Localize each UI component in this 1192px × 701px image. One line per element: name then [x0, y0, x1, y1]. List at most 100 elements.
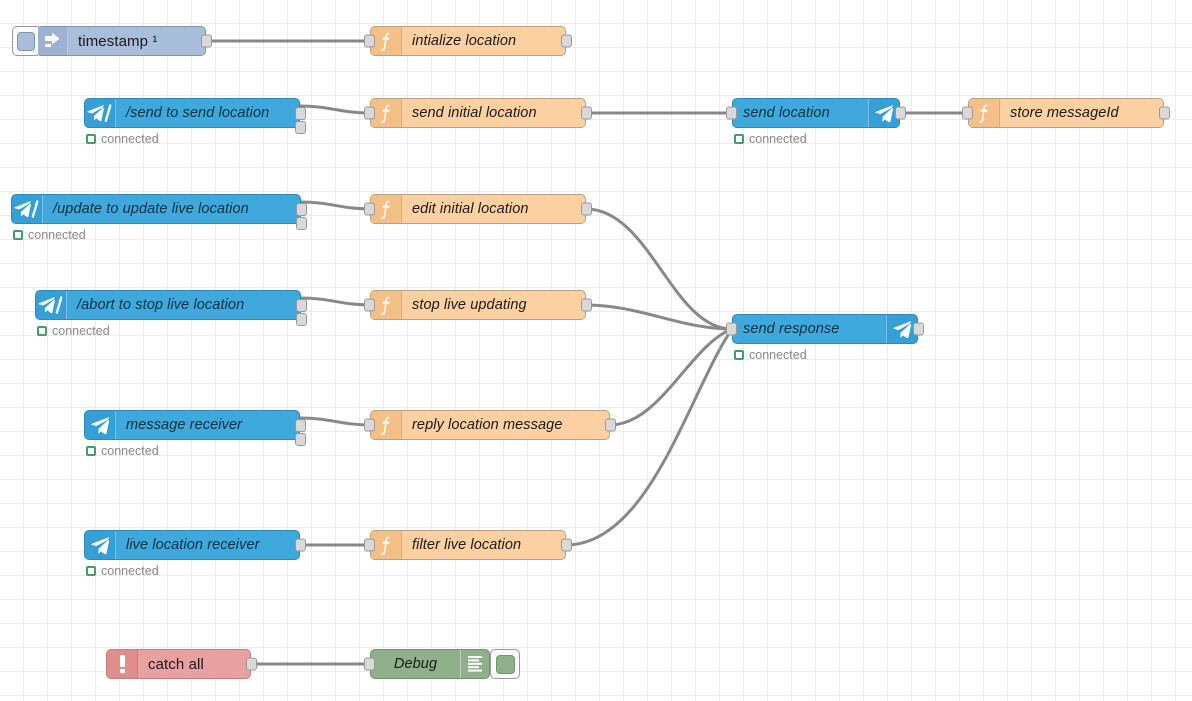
status-text: connected: [101, 444, 159, 458]
status-text: connected: [749, 132, 807, 146]
node-label: /send to send location: [126, 105, 270, 121]
output-port-1[interactable]: [296, 203, 307, 216]
input-port[interactable]: [364, 106, 375, 120]
function-f-icon: [371, 27, 402, 55]
output-port[interactable]: [1159, 106, 1170, 120]
input-port[interactable]: [364, 298, 375, 312]
node-update-to-update-live-location[interactable]: /update to update live location: [11, 194, 307, 230]
status-indicator-icon: [37, 326, 47, 336]
node-send-to-send-location[interactable]: /send to send location: [84, 98, 306, 134]
output-port[interactable]: [581, 202, 592, 216]
node-label: live location receiver: [126, 537, 260, 553]
output-port[interactable]: [605, 418, 616, 432]
node-stop-live-updating[interactable]: stop live updating: [364, 290, 592, 320]
output-port[interactable]: [201, 34, 212, 48]
output-port[interactable]: [561, 34, 572, 48]
function-f-icon: [371, 99, 402, 127]
status-indicator-icon: [86, 566, 96, 576]
wire-update-to-update-live-location-to-edit-initial-location[interactable]: [300, 200, 371, 211]
node-label: message receiver: [126, 417, 243, 433]
output-port[interactable]: [246, 657, 257, 671]
input-port[interactable]: [726, 322, 737, 336]
node-store-messageid[interactable]: store messageId: [962, 98, 1170, 128]
status-text: connected: [28, 228, 86, 242]
wire-send-to-send-location-to-send-initial-location[interactable]: [299, 104, 371, 115]
telegram-plane-icon: [868, 99, 899, 127]
node-label: filter live location: [412, 537, 522, 553]
status-text: connected: [101, 132, 159, 146]
input-port[interactable]: [962, 106, 973, 120]
output-port[interactable]: [581, 298, 592, 312]
function-f-icon: [371, 291, 402, 319]
node-send-response[interactable]: send response: [726, 314, 924, 344]
output-port-2[interactable]: [296, 313, 307, 326]
input-port[interactable]: [364, 657, 375, 671]
output-port-1[interactable]: [295, 419, 306, 432]
output-port-2[interactable]: [295, 121, 306, 134]
node-label: intialize location: [412, 33, 517, 49]
telegram-command-icon: [85, 99, 116, 127]
node-status-send-to-send-location: connected: [86, 132, 159, 146]
debug-lines-icon: [460, 650, 489, 678]
input-port[interactable]: [364, 538, 375, 552]
node-reply-location-message[interactable]: reply location message: [364, 410, 616, 440]
node-filter-live-location[interactable]: filter live location: [364, 530, 572, 560]
node-abort-to-stop-live-location[interactable]: /abort to stop live location: [35, 290, 307, 326]
node-debug[interactable]: Debug: [364, 649, 520, 679]
output-port[interactable]: [561, 538, 572, 552]
output-port-1[interactable]: [296, 299, 307, 312]
node-status-update-to-update-live-location: connected: [13, 228, 86, 242]
output-port-2[interactable]: [295, 433, 306, 446]
node-label: reply location message: [412, 417, 563, 433]
node-label: timestamp ¹: [78, 32, 158, 50]
input-port[interactable]: [364, 418, 375, 432]
node-label: stop live updating: [412, 297, 527, 313]
node-status-send-location: connected: [734, 132, 807, 146]
output-port[interactable]: [913, 322, 924, 336]
node-timestamp[interactable]: timestamp ¹: [12, 26, 212, 56]
node-label: send response: [743, 321, 840, 337]
output-port[interactable]: [581, 106, 592, 120]
wire-abort-to-stop-live-location-to-stop-live-updating[interactable]: [300, 296, 371, 307]
node-label: /abort to stop live location: [77, 297, 245, 313]
node-label: send initial location: [412, 105, 537, 121]
wire-edit-initial-location-to-send-response[interactable]: [585, 207, 733, 331]
input-port[interactable]: [364, 34, 375, 48]
status-text: connected: [749, 348, 807, 362]
node-send-location[interactable]: send location: [726, 98, 906, 128]
status-indicator-icon: [734, 134, 744, 144]
debug-enable-toggle[interactable]: [490, 649, 520, 679]
telegram-plane-icon: [85, 411, 116, 439]
input-port[interactable]: [726, 106, 737, 120]
node-message-receiver[interactable]: message receiver: [84, 410, 306, 446]
node-status-send-response: connected: [734, 348, 807, 362]
function-f-icon: [371, 531, 402, 559]
telegram-command-icon: [36, 291, 67, 319]
function-f-icon: [371, 195, 402, 223]
node-status-abort-to-stop-live-location: connected: [37, 324, 110, 338]
function-f-icon: [371, 411, 402, 439]
node-send-initial-location[interactable]: send initial location: [364, 98, 592, 128]
wire-reply-location-message-to-send-response[interactable]: [609, 327, 733, 427]
exclamation-icon: [107, 650, 138, 678]
node-label: catch all: [148, 655, 204, 673]
status-indicator-icon: [13, 230, 23, 240]
node-label: Debug: [393, 656, 438, 672]
inject-trigger-button[interactable]: [12, 26, 38, 56]
status-indicator-icon: [86, 134, 96, 144]
input-port[interactable]: [364, 202, 375, 216]
inject-arrow-icon: [37, 27, 68, 55]
node-live-location-receiver[interactable]: live location receiver: [84, 530, 306, 560]
node-edit-initial-location[interactable]: edit initial location: [364, 194, 592, 224]
output-port-2[interactable]: [296, 217, 307, 230]
node-status-live-location-receiver: connected: [86, 564, 159, 578]
output-port[interactable]: [895, 106, 906, 120]
node-intialize-location[interactable]: intialize location: [364, 26, 572, 56]
wire-message-receiver-to-reply-location-message[interactable]: [299, 416, 371, 427]
function-f-icon: [969, 99, 1000, 127]
output-port-1[interactable]: [295, 107, 306, 120]
wire-stop-live-updating-to-send-response[interactable]: [585, 303, 733, 331]
node-catch-all[interactable]: catch all: [106, 649, 257, 679]
output-port[interactable]: [295, 538, 306, 552]
